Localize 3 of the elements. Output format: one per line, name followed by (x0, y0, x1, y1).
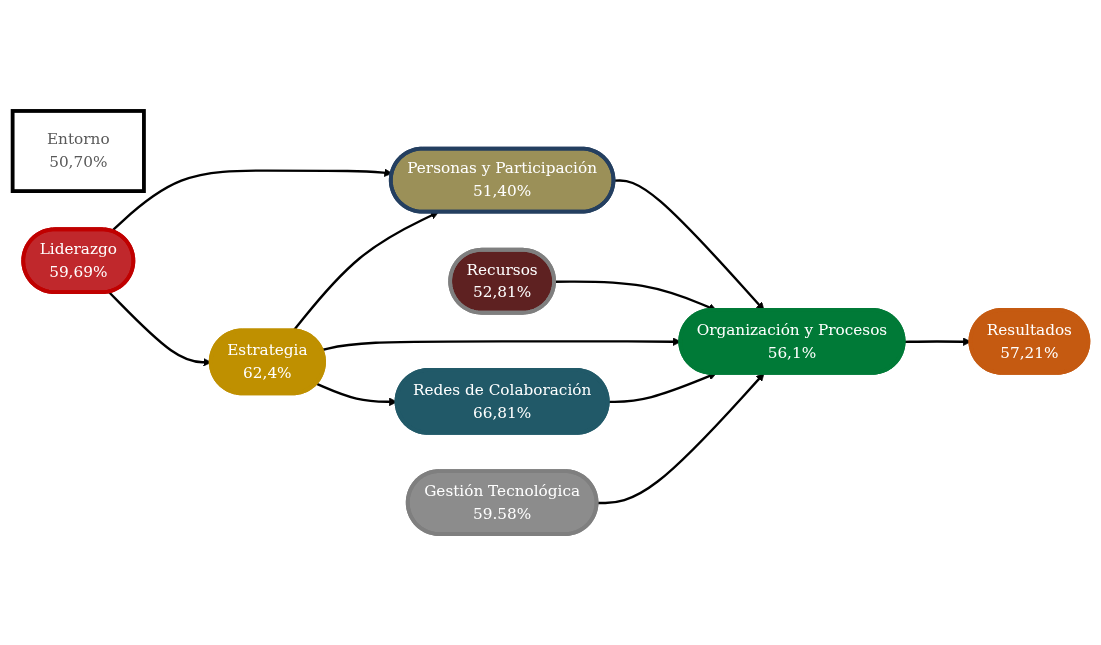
arrow (597, 372, 765, 505)
arrow (608, 372, 717, 404)
node-box: Entorno 50,70% (10, 109, 146, 193)
